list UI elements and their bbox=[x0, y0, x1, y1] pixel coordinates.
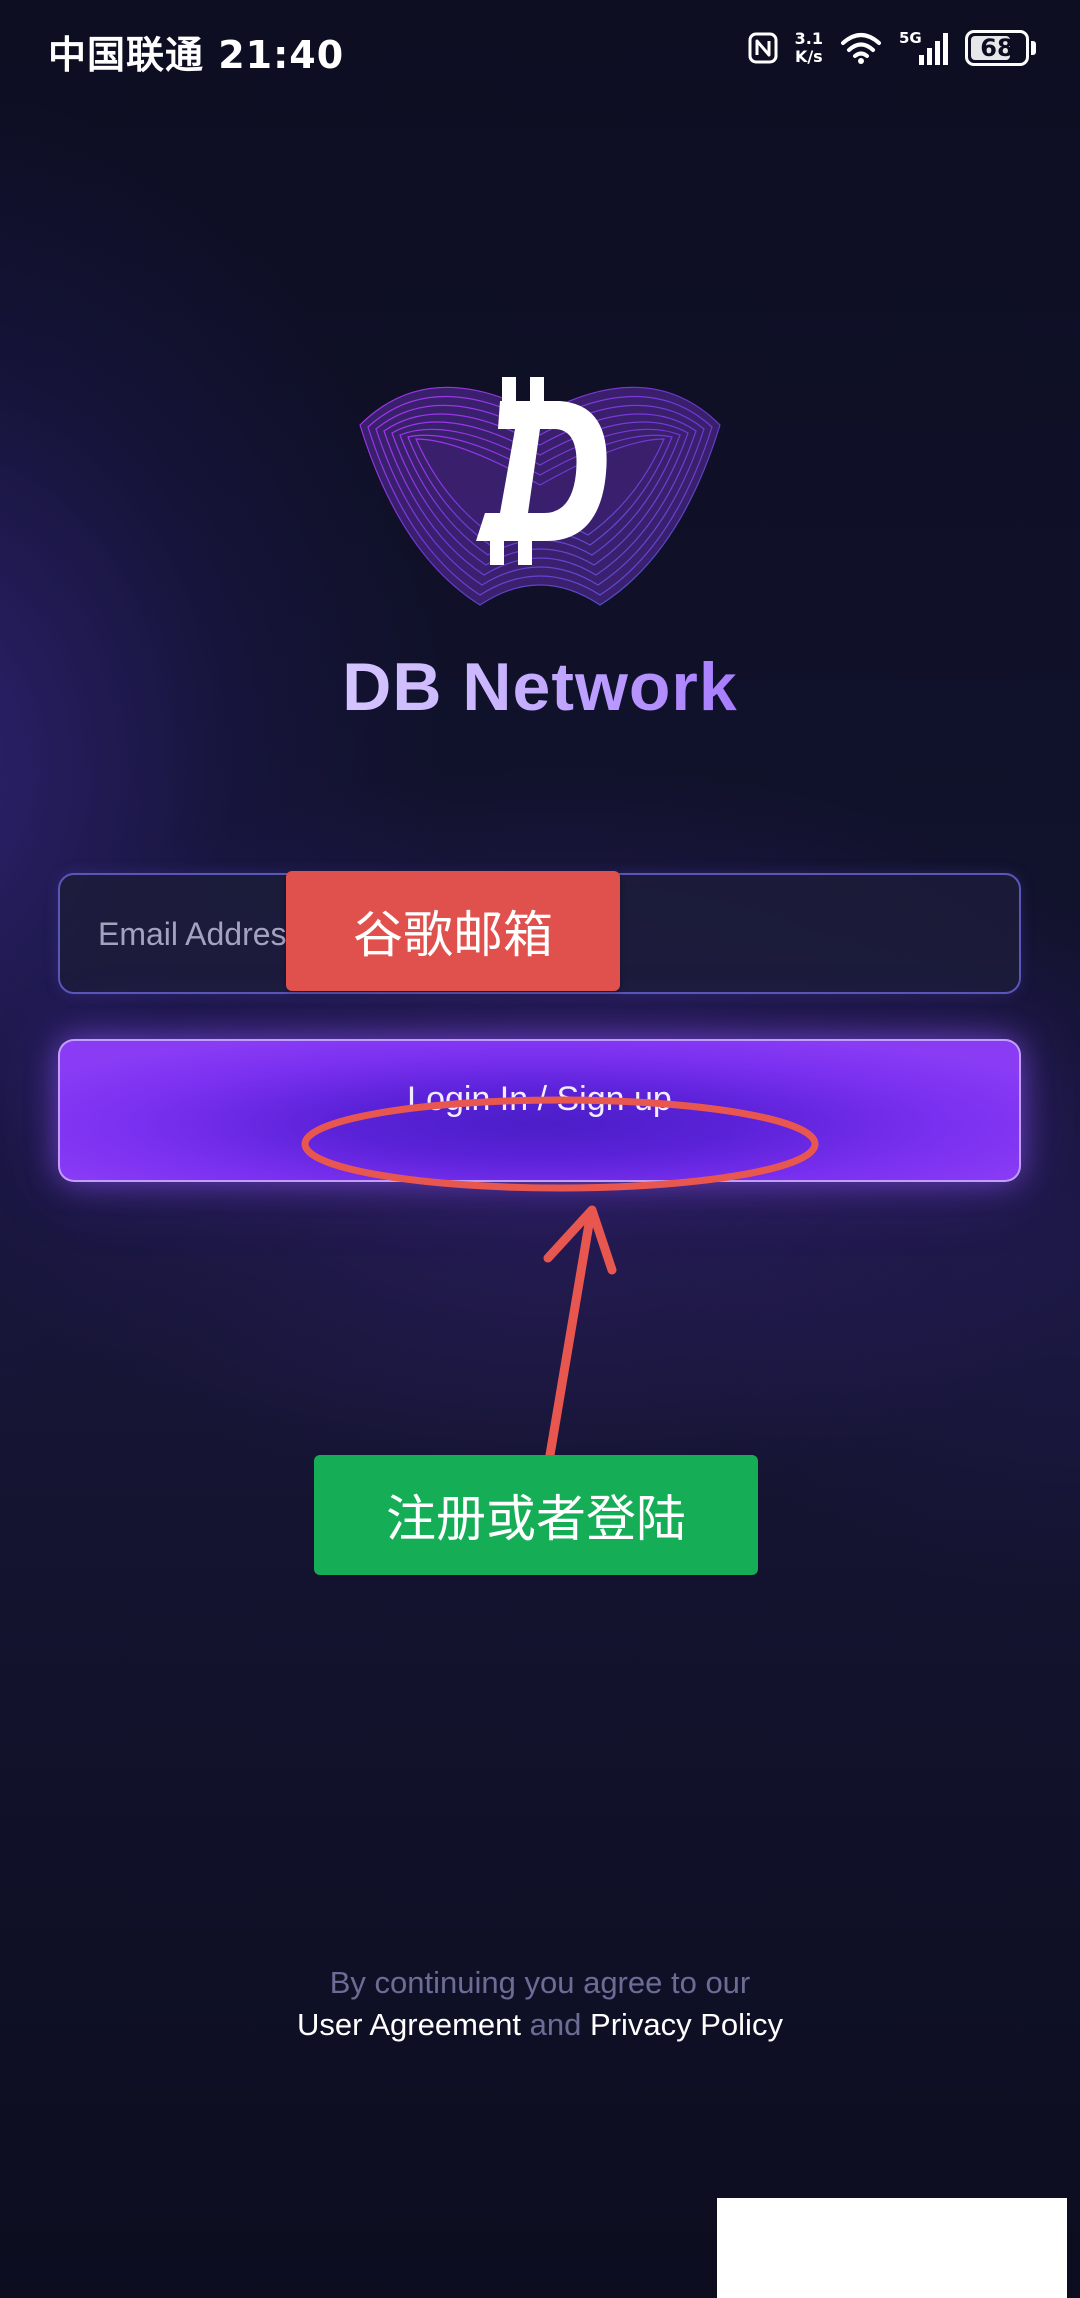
annotation-arrow-icon bbox=[543, 1205, 617, 1460]
redaction-patch bbox=[717, 2198, 1067, 2298]
network-speed-unit: K/s bbox=[794, 47, 823, 66]
annotation-login-note: 注册或者登陆 bbox=[314, 1455, 758, 1575]
wifi-icon bbox=[841, 33, 881, 64]
network-speed: 3.1 K/s bbox=[795, 30, 823, 66]
carrier-and-time: 中国联通 21:40 bbox=[48, 33, 345, 77]
db-network-logo bbox=[359, 377, 721, 606]
signal-icon bbox=[919, 33, 948, 65]
network-type: 5G bbox=[899, 29, 922, 47]
privacy-policy-link[interactable]: Privacy Policy bbox=[590, 2007, 783, 2042]
nfc-icon bbox=[748, 32, 778, 64]
status-icons: 3.1 K/s 5G 68 bbox=[747, 26, 1036, 70]
battery-level: 68 bbox=[980, 34, 1014, 62]
legal-notice: By continuing you agree to our User Agre… bbox=[0, 1962, 1080, 2046]
legal-links-line: User Agreement and Privacy Policy bbox=[0, 2004, 1080, 2046]
annotation-ellipse bbox=[301, 1096, 819, 1192]
network-speed-value: 3.1 bbox=[794, 29, 823, 48]
status-bar: 中国联通 21:40 3.1 K/s 5G bbox=[0, 0, 1080, 95]
cellular-signal: 5G bbox=[899, 29, 949, 67]
battery-fill bbox=[971, 36, 1011, 60]
battery-icon: 68 bbox=[965, 30, 1029, 66]
legal-intro-text: By continuing you agree to our bbox=[329, 1965, 751, 2000]
battery-indicator: 68 bbox=[965, 30, 1036, 66]
legal-and-text: and bbox=[529, 2007, 582, 2042]
annotation-email-note: 谷歌邮箱 bbox=[286, 871, 620, 991]
user-agreement-link[interactable]: User Agreement bbox=[297, 2007, 522, 2042]
brand-name: DB Network bbox=[0, 648, 1080, 726]
battery-cap bbox=[1031, 41, 1036, 55]
